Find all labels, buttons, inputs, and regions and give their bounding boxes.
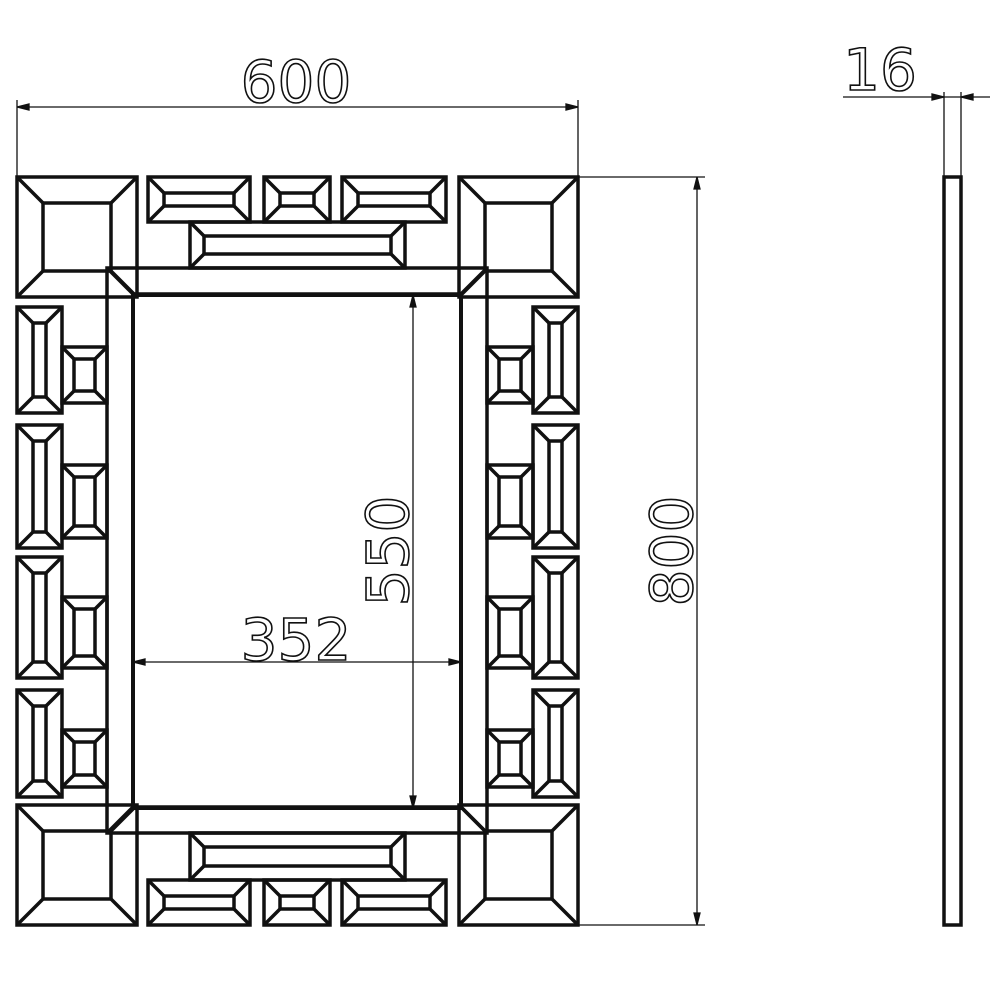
bottom-tile-bevel [146, 878, 252, 927]
right-key-inner [497, 475, 523, 528]
left-key-inner [72, 475, 97, 528]
left-tile [15, 423, 64, 550]
bottom-key-bar-bevel [188, 831, 407, 882]
top-key-bar [188, 220, 407, 270]
top-key-bar-bevel [188, 220, 407, 270]
dimension-lines [16, 92, 990, 926]
left-key-inner [72, 740, 97, 777]
corner-tile-inner [483, 201, 554, 273]
left-key-bevel [60, 345, 109, 405]
right-tile-bevel [531, 688, 580, 799]
right-key-inner [497, 607, 523, 658]
mirror-width-arrows [132, 658, 462, 666]
left-tile-bevel [15, 423, 64, 550]
width-arrows [16, 103, 579, 111]
right-key-bevel [485, 728, 535, 789]
top-tile [262, 175, 332, 224]
bottom-tile-bevel [262, 878, 332, 927]
mirror-height-label: 550 [354, 496, 422, 607]
corner-tile-inner [41, 201, 113, 273]
bottom-tile-bevel [340, 878, 448, 927]
left-tile-bevel [15, 305, 64, 415]
right-key-inner [497, 357, 523, 393]
corner-tile [15, 175, 139, 299]
right-tile-bevel [531, 555, 580, 680]
left-key-bevel [60, 728, 109, 789]
mirror-frame [15, 175, 580, 927]
thickness-label: 16 [843, 36, 917, 104]
corner-tile-inner [41, 829, 113, 901]
left-key-inner [72, 357, 97, 393]
thickness-arrows [931, 93, 974, 101]
right-tile-bevel [531, 305, 580, 415]
left-tile-inner [31, 704, 48, 783]
mirror-glass [131, 293, 463, 810]
right-key-bevel [485, 463, 535, 540]
right-tile-bevel [531, 423, 580, 550]
corner-tile [457, 803, 580, 927]
right-tile [531, 555, 580, 680]
right-key-bevel [485, 595, 535, 670]
top-tile-inner [278, 191, 316, 208]
right-tile-inner [547, 321, 564, 399]
left-tile-inner [31, 571, 48, 664]
corner-tile [15, 803, 139, 927]
top-tile-bevel [340, 175, 448, 224]
right-key-bevel [485, 345, 535, 405]
bottom-tile-inner [278, 894, 316, 911]
left-key-bevel [60, 595, 109, 670]
bottom-key-bar [188, 831, 407, 882]
mirror-width-label: 352 [241, 606, 352, 674]
top-tile-bevel [146, 175, 252, 224]
top-tile-inner [356, 191, 432, 208]
top-tile-inner [162, 191, 236, 208]
left-tile-bevel [15, 688, 64, 799]
left-key-inner [72, 607, 97, 658]
overall-width-label: 600 [241, 48, 352, 116]
right-tile-inner [547, 439, 564, 534]
top-key-bar-inner [202, 234, 393, 256]
top-tile-bevel [262, 175, 332, 224]
right-tile-inner [547, 571, 564, 664]
bottom-key-bar-inner [202, 845, 393, 868]
corner-tile-inner [483, 829, 554, 901]
right-key-inner [497, 740, 523, 777]
left-tile [15, 555, 64, 680]
left-tile-inner [31, 321, 48, 399]
left-key-bevel [60, 463, 109, 540]
mirror-bevel-frame-bevel [105, 266, 489, 835]
mirror-bevel-frame [105, 266, 489, 835]
overall-height-label: 800 [638, 496, 706, 607]
corner-tile-bevel [457, 175, 580, 299]
corner-tile-bevel [15, 175, 139, 299]
bottom-tile-inner [162, 894, 236, 911]
mirror-height-arrows [409, 294, 417, 809]
left-tile-inner [31, 439, 48, 534]
right-tile-inner [547, 704, 564, 783]
side-view-profile [942, 175, 963, 927]
right-tile [531, 423, 580, 550]
left-tile-bevel [15, 555, 64, 680]
bottom-tile-inner [356, 894, 432, 911]
corner-tile [457, 175, 580, 299]
bottom-tile [262, 878, 332, 927]
height-arrows [693, 176, 701, 926]
